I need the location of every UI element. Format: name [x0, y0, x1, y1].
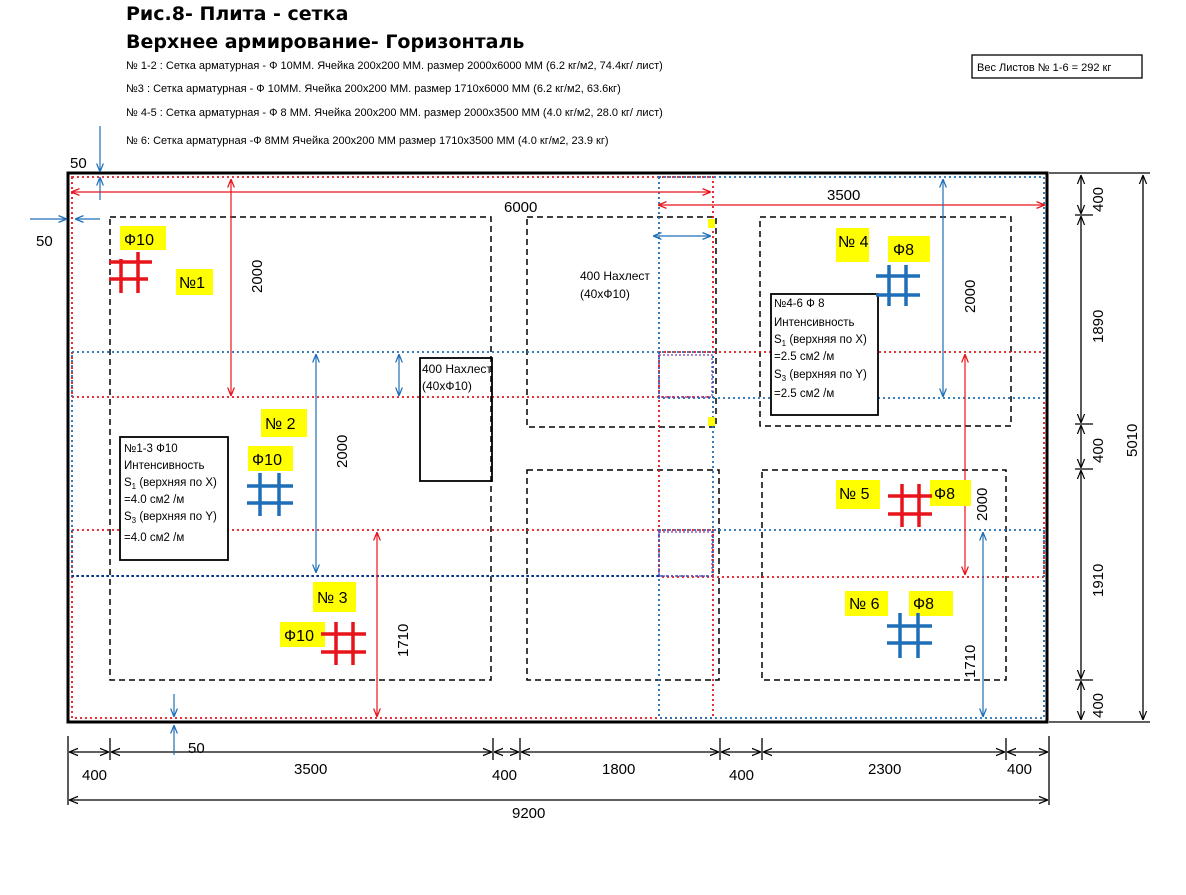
- marker-top: [708, 219, 715, 228]
- drawing-title: Рис.8- Плита - сетка: [126, 3, 348, 25]
- dim-right-total: 5010: [1124, 424, 1141, 457]
- weight-label: Вес Листов № 1-6 = 292 кг: [977, 62, 1111, 74]
- mesh-icon-sheet5: [888, 484, 932, 527]
- spec-line-1: № 1-2 : Сетка арматурная - Ф 10ММ. Ячейк…: [126, 60, 663, 72]
- info-box-right: [770, 293, 879, 416]
- dim-sheet2-label: 2000: [334, 435, 351, 468]
- overlap-top-line1: 400 Нахлест: [580, 269, 650, 283]
- dim-sheet3-label: 1710: [395, 624, 412, 657]
- dim-bottom-2: 3500: [294, 761, 327, 778]
- overlap-left-line1: 400 Нахлест: [422, 362, 492, 376]
- weight-box: [971, 54, 1143, 79]
- label-phi8-sheet4: Ф8: [893, 242, 914, 259]
- pad-mid-bottom: [526, 469, 720, 681]
- dim-bottom-total: 9200: [512, 805, 545, 822]
- label-sheet1: №1: [179, 275, 205, 292]
- mesh-icon-sheet6: [887, 613, 932, 658]
- drawing-subtitle: Верхнее армирование- Горизонталь: [126, 31, 524, 53]
- mesh-icon-sheet4: [876, 265, 920, 306]
- info-right-line5: =2.5 см2 /м: [774, 388, 834, 400]
- mesh-red-outlines: [71, 176, 1045, 719]
- info-right-line3: =2.5 см2 /м: [774, 351, 834, 363]
- label-phi10-sheet1: Ф10: [124, 232, 154, 249]
- dim-50-left: 50: [36, 233, 53, 250]
- spec-line-2: №3 : Сетка арматурная - Ф 10ММ. Ячейка 2…: [126, 83, 621, 95]
- marker-bottom: [708, 417, 715, 426]
- info-right-line1: Интенсивность: [774, 317, 855, 329]
- dim-3500: 3500: [827, 187, 860, 204]
- sheet-3-outline: [71, 529, 714, 719]
- mesh-symbols: [109, 252, 932, 665]
- label-sheet2: № 2: [265, 416, 296, 433]
- dim-50-top: 50: [70, 155, 87, 172]
- label-sheet3: № 3: [317, 590, 348, 607]
- info-left-line3: =4.0 см2 /м: [124, 494, 184, 506]
- label-phi8-sheet6: Ф8: [913, 596, 934, 613]
- mesh-icon-sheet1: [109, 252, 152, 293]
- dim-bottom-7: 400: [1007, 761, 1032, 778]
- dim-right-2: 1890: [1090, 310, 1107, 343]
- info-box-left: [119, 436, 229, 561]
- mesh-icon-sheet2: [247, 473, 293, 516]
- dim-sheet1-label: 2000: [249, 260, 266, 293]
- dim-bottom-5: 400: [729, 767, 754, 784]
- dim-sheet4-label: 2000: [962, 280, 979, 313]
- spec-line-4: № 6: Сетка арматурная -Ф 8ММ Ячейка 200x…: [126, 135, 609, 147]
- sheet-labels: Ф10 №1 № 2 Ф10 № 3 Ф10 № 4 Ф8 № 5 Ф8 № 6…: [120, 226, 971, 647]
- label-sheet6: № 6: [849, 596, 880, 613]
- label-sheet4: № 4: [838, 234, 869, 251]
- label-phi8-sheet5: Ф8: [934, 486, 955, 503]
- label-phi10-sheet3: Ф10: [284, 628, 314, 645]
- label-sheet5: № 5: [839, 486, 870, 503]
- slab-outline: [66, 171, 1049, 724]
- dim-sheet5-label: 2000: [974, 488, 991, 521]
- label-phi10-sheet2: Ф10: [252, 452, 282, 469]
- pad-right-top: [759, 216, 1012, 427]
- info-left-line5: =4.0 см2 /м: [124, 532, 184, 544]
- overlap-zone-bottom: [658, 531, 713, 577]
- dim-6000: 6000: [504, 199, 537, 216]
- dim-bottom-3: 400: [492, 767, 517, 784]
- dim-bottom-1: 400: [82, 767, 107, 784]
- overlap-zone-top: [658, 354, 713, 398]
- overlap-box-left: [419, 357, 493, 482]
- dim-sheet6-label: 1710: [962, 645, 979, 678]
- dim-bottom-4: 1800: [602, 761, 635, 778]
- dim-right-5: 400: [1090, 693, 1107, 718]
- info-right-line4: S3 (верхняя по Y): [774, 369, 867, 383]
- info-left-title: №1-3 Ф10: [124, 443, 178, 455]
- bottom-dim-chain: [67, 736, 1050, 805]
- info-right-title: №4-6 Ф 8: [774, 298, 825, 310]
- overlap-left-line2: (40xФ10): [422, 379, 472, 393]
- sheet-1-outline: [71, 176, 714, 398]
- spec-line-3: № 4-5 : Сетка арматурная - Ф 8 ММ. Ячейк…: [126, 107, 663, 119]
- info-left-line4: S3 (верхняя по Y): [124, 511, 217, 525]
- sheet-6-outline: [658, 529, 1045, 719]
- mesh-icon-sheet3: [321, 622, 366, 665]
- dim-right-1: 400: [1090, 187, 1107, 212]
- dim-right-3: 400: [1090, 438, 1107, 463]
- pad-right-bottom: [761, 469, 1007, 681]
- pad-outlines: [109, 216, 1012, 681]
- right-dim-chain: [1049, 172, 1150, 723]
- pad-left: [109, 216, 492, 681]
- info-left-line2: S1 (верхняя по X): [124, 477, 217, 491]
- overlap-top-line2: (40xФ10): [580, 287, 630, 301]
- dim-bottom-6: 2300: [868, 761, 901, 778]
- pad-mid-top: [526, 216, 717, 428]
- info-left-line1: Интенсивность: [124, 460, 205, 472]
- dim-right-4: 1910: [1090, 564, 1107, 597]
- info-right-line2: S1 (верхняя по X): [774, 334, 867, 348]
- sheet-4-outline: [658, 176, 1045, 399]
- dim-50-bottom: 50: [188, 740, 205, 757]
